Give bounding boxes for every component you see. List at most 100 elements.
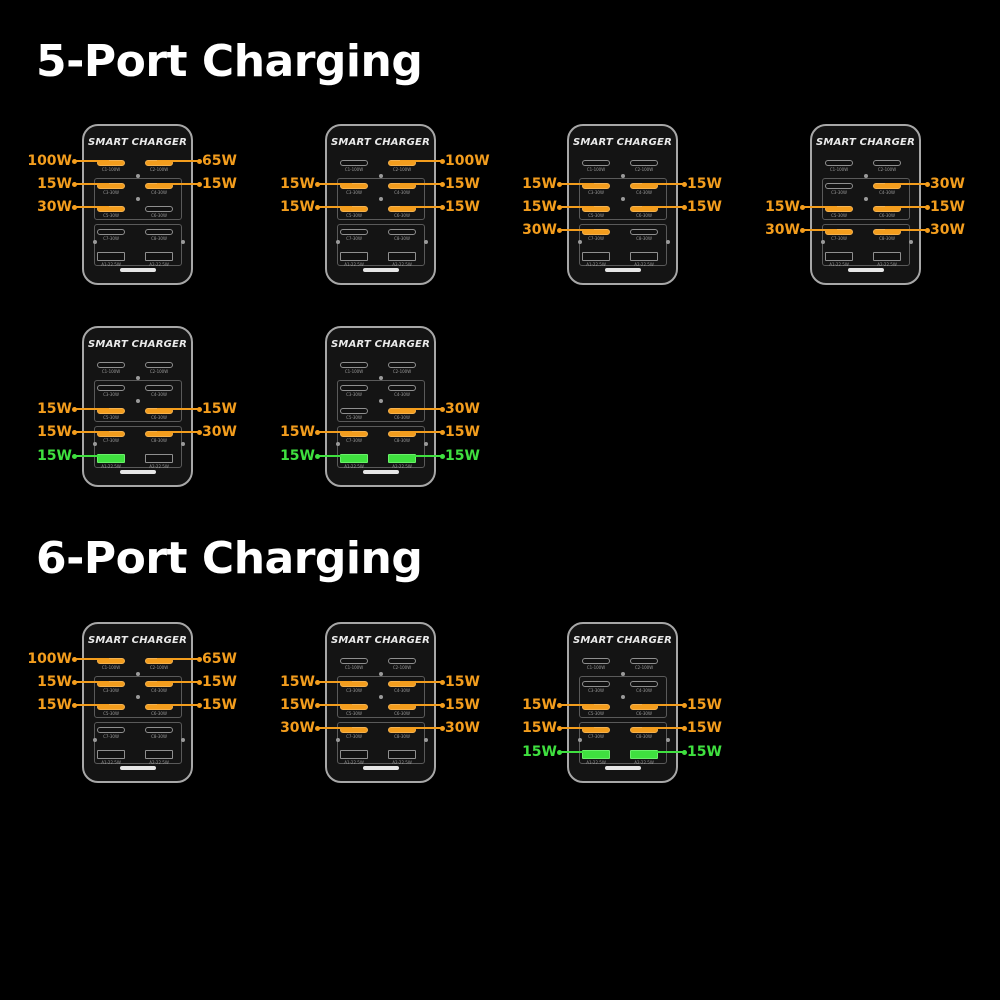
- port-label: C1-100W: [101, 665, 121, 670]
- port-group-frame: [579, 178, 667, 220]
- screw-icon: [379, 376, 383, 380]
- wattage-label: 15W: [522, 720, 557, 736]
- port-a2: [388, 252, 416, 261]
- port-label: C8-30W: [151, 236, 167, 241]
- port-label: C8-30W: [636, 734, 652, 739]
- port-c1: [97, 658, 125, 664]
- wattage-label: 30W: [930, 222, 965, 238]
- leader-line: [400, 679, 445, 684]
- port-label: C5-30W: [831, 213, 847, 218]
- port-c7: [340, 229, 368, 235]
- port-label: C3-30W: [346, 190, 362, 195]
- leader-line: [642, 749, 687, 754]
- screw-icon: [136, 695, 140, 699]
- port-c2: [630, 160, 658, 166]
- port-group-frame: [94, 178, 182, 220]
- leader-line: [157, 702, 202, 707]
- port-label: C6-30W: [151, 415, 167, 420]
- screw-icon: [621, 672, 625, 676]
- screw-icon: [181, 738, 185, 742]
- port-c6: [145, 206, 173, 212]
- five-port-heading: 5-Port Charging: [36, 36, 423, 87]
- port-group-frame: [94, 426, 182, 468]
- port-label: C5-30W: [103, 711, 119, 716]
- wattage-label: 15W: [37, 401, 72, 417]
- wattage-label: 15W: [687, 744, 722, 760]
- port-group-frame: [579, 676, 667, 718]
- screw-icon: [379, 695, 383, 699]
- port-c1: [97, 362, 125, 368]
- wattage-label: 15W: [445, 199, 480, 215]
- port-group-frame: [94, 676, 182, 718]
- wattage-label: 30W: [765, 222, 800, 238]
- screw-icon: [93, 240, 97, 244]
- wattage-label: 15W: [280, 674, 315, 690]
- port-label: C6-30W: [151, 711, 167, 716]
- screw-icon: [136, 197, 140, 201]
- leader-line: [557, 227, 594, 232]
- port-group-frame: [337, 722, 425, 764]
- leader-line: [557, 725, 594, 730]
- port-label: C4-30W: [151, 392, 167, 397]
- port-c8: [145, 727, 173, 733]
- leader-line: [72, 406, 109, 411]
- port-c5: [97, 704, 125, 710]
- wattage-label: 15W: [202, 176, 237, 192]
- port-label: C5-30W: [346, 213, 362, 218]
- leader-line: [642, 204, 687, 209]
- wattage-label: 15W: [280, 697, 315, 713]
- port-label: C8-30W: [151, 734, 167, 739]
- charger-title: SMART CHARGER: [573, 635, 672, 646]
- port-label: C2-100W: [392, 167, 412, 172]
- leader-line: [557, 702, 594, 707]
- port-label: C3-30W: [346, 688, 362, 693]
- wattage-label: 15W: [445, 674, 480, 690]
- screw-icon: [578, 738, 582, 742]
- charger-base-bar: [120, 470, 156, 474]
- screw-icon: [621, 197, 625, 201]
- port-label: C2-100W: [877, 167, 897, 172]
- port-label: A2-22.5W: [634, 262, 654, 267]
- port-label: C3-30W: [588, 190, 604, 195]
- port-a1: [582, 252, 610, 261]
- port-c4: [388, 385, 416, 391]
- leader-line: [72, 679, 109, 684]
- port-c7: [97, 727, 125, 733]
- port-a1: [97, 750, 125, 759]
- port-a1: [825, 252, 853, 261]
- wattage-label: 65W: [202, 651, 237, 667]
- wattage-label: 30W: [930, 176, 965, 192]
- screw-icon: [336, 240, 340, 244]
- port-label: C4-30W: [394, 392, 410, 397]
- screw-icon: [666, 738, 670, 742]
- port-c1: [340, 362, 368, 368]
- charger-base-bar: [848, 268, 884, 272]
- port-label: C3-30W: [346, 392, 362, 397]
- port-a1: [340, 252, 368, 261]
- wattage-label: 100W: [27, 651, 72, 667]
- charger-base-bar: [120, 766, 156, 770]
- port-c1: [825, 160, 853, 166]
- wattage-label: 15W: [445, 697, 480, 713]
- port-label: A1-22.5W: [101, 464, 121, 469]
- leader-line: [157, 158, 202, 163]
- port-group-frame: [579, 224, 667, 266]
- charger-title: SMART CHARGER: [88, 137, 187, 148]
- leader-line: [400, 158, 445, 163]
- screw-icon: [578, 240, 582, 244]
- charger-base-bar: [363, 470, 399, 474]
- wattage-label: 15W: [687, 697, 722, 713]
- screw-icon: [336, 738, 340, 742]
- screw-icon: [136, 399, 140, 403]
- port-c2: [388, 362, 416, 368]
- charger-base-bar: [605, 766, 641, 770]
- screw-icon: [864, 174, 868, 178]
- leader-line: [72, 656, 109, 661]
- screw-icon: [136, 174, 140, 178]
- port-label: C5-30W: [588, 213, 604, 218]
- port-label: A2-22.5W: [149, 262, 169, 267]
- port-label: C2-100W: [392, 665, 412, 670]
- port-c3: [97, 681, 125, 687]
